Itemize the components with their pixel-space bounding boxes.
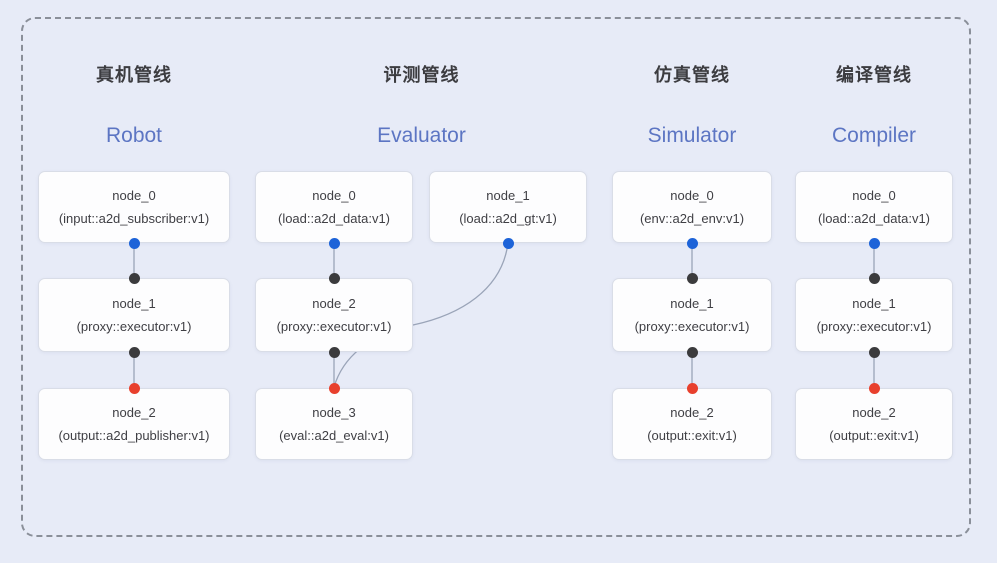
node-impl: (load::a2d_data:v1) [817,211,931,226]
node-name: node_2 [112,405,156,420]
node-impl: (proxy::executor:v1) [816,319,932,334]
node-impl: (eval::a2d_eval:v1) [279,428,389,443]
input-port-dot [868,272,880,284]
terminal-port-dot [686,382,698,394]
pipeline-title-zh-evaluator: 评测管线 [383,65,460,85]
node-impl: (proxy::executor:v1) [276,319,392,334]
input-port-dot [868,346,880,358]
output-port-dot [328,237,340,249]
node-box-simulator-0: node_0 (env::a2d_env:v1) [612,171,772,243]
node-name: node_2 [312,296,356,311]
node-name: node_3 [312,405,356,420]
output-port-dot [502,237,514,249]
node-box-robot-2: node_2 (output::a2d_publisher:v1) [38,388,230,460]
node-box-compiler-2: node_2 (output::exit:v1) [795,388,953,460]
node-name: node_1 [670,296,714,311]
input-port-dot [686,272,698,284]
node-name: node_2 [852,405,896,420]
input-port-dot [128,346,140,358]
pipeline-title-en-simulator: Simulator [647,124,737,147]
node-name: node_1 [486,188,530,203]
node-box-evaluator-0: node_0 (load::a2d_data:v1) [255,171,413,243]
pipeline-title-zh-compiler: 编译管线 [836,65,912,85]
terminal-port-dot [128,382,140,394]
node-impl: (output::a2d_publisher:v1) [58,428,210,443]
node-name: node_0 [112,188,156,203]
node-impl: (env::a2d_env:v1) [639,211,745,226]
node-name: node_0 [312,188,356,203]
output-port-dot [868,237,880,249]
input-port-dot [328,346,340,358]
node-box-simulator-1: node_1 (proxy::executor:v1) [612,278,772,352]
pipeline-title-zh-simulator: 仿真管线 [654,65,730,85]
pipeline-title-zh-robot: 真机管线 [96,65,172,85]
input-port-dot [128,272,140,284]
node-box-evaluator-2: node_2 (proxy::executor:v1) [255,278,413,352]
node-impl: (proxy::executor:v1) [76,319,192,334]
node-box-evaluator-3: node_3 (eval::a2d_eval:v1) [255,388,413,460]
output-port-dot [128,237,140,249]
node-impl: (proxy::executor:v1) [634,319,750,334]
node-impl: (load::a2d_gt:v1) [459,211,557,226]
node-impl: (output::exit:v1) [829,428,919,443]
node-box-compiler-0: node_0 (load::a2d_data:v1) [795,171,953,243]
node-box-robot-1: node_1 (proxy::executor:v1) [38,278,230,352]
node-box-evaluator-1-gt: node_1 (load::a2d_gt:v1) [429,171,587,243]
dashed-frame [21,17,971,537]
node-name: node_0 [670,188,714,203]
node-box-robot-0: node_0 (input::a2d_subscriber:v1) [38,171,230,243]
edge-curve-gt-to-eval [333,242,509,388]
node-name: node_1 [112,296,156,311]
node-box-compiler-1: node_1 (proxy::executor:v1) [795,278,953,352]
input-port-dot [686,346,698,358]
node-name: node_0 [852,188,896,203]
node-impl: (input::a2d_subscriber:v1) [58,211,210,226]
node-name: node_1 [852,296,896,311]
output-port-dot [686,237,698,249]
node-impl: (output::exit:v1) [647,428,737,443]
node-name: node_2 [670,405,714,420]
input-port-dot [328,272,340,284]
node-impl: (load::a2d_data:v1) [277,211,391,226]
terminal-port-dot [328,382,340,394]
node-box-simulator-2: node_2 (output::exit:v1) [612,388,772,460]
terminal-port-dot [868,382,880,394]
pipeline-title-en-evaluator: Evaluator [377,124,466,147]
pipeline-title-en-compiler: Compiler [831,124,917,147]
pipeline-title-en-robot: Robot [105,124,163,147]
